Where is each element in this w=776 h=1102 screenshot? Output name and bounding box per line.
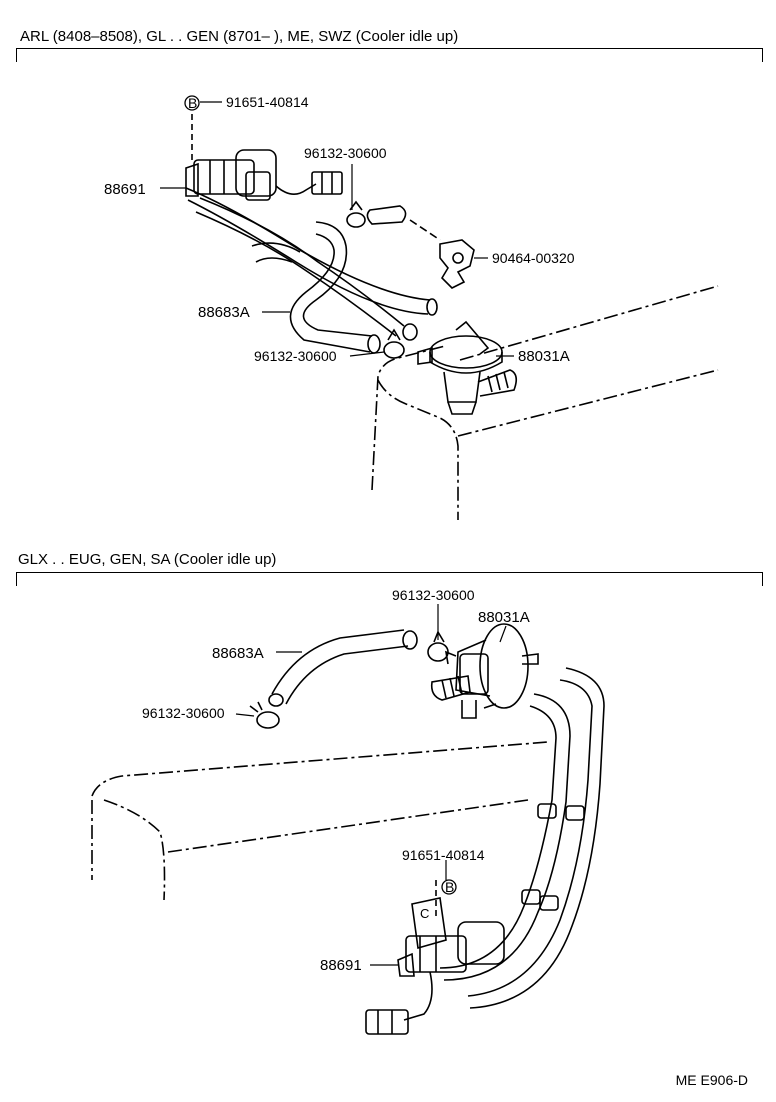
s2-bolt-symbol: B	[445, 879, 454, 895]
s1-valve	[417, 320, 518, 415]
s1-hose-branch	[251, 242, 301, 263]
s2-hose-clips	[521, 803, 585, 911]
s1-hose-upper-d	[195, 211, 397, 337]
s1-tank-bottom	[457, 369, 719, 437]
s1-label-clip: 90464-00320	[492, 250, 575, 266]
s2-lower-clamp	[249, 701, 280, 729]
section-2-drawing: C	[91, 623, 605, 1035]
s1-connector	[311, 171, 343, 195]
s2-label-bolt: 91651-40814	[402, 847, 485, 863]
s2-label-vsv: 88691	[320, 957, 362, 974]
s2-vsv: C	[397, 897, 505, 977]
s2-label-clamp-lower: 96132-30600	[142, 705, 225, 721]
section-1-drawing	[185, 114, 719, 520]
s1-tank-outline	[371, 285, 719, 491]
s2-connector	[365, 1009, 409, 1035]
s1-upper-clamp	[346, 200, 366, 228]
s1-hose-upper-a	[185, 187, 431, 301]
s2-label-valve: 88031A	[478, 609, 530, 626]
s1-hose-main-b	[289, 233, 371, 353]
s1-label-bolt: 91651-40814	[226, 94, 309, 110]
s2-tank-curve	[103, 799, 166, 901]
section-2-frame-line	[16, 572, 763, 573]
s1-label-hose: 88683A	[198, 304, 250, 321]
s1-label-valve: 88031A	[518, 348, 570, 365]
s1-label-vsv: 88691	[104, 181, 146, 198]
s1-label-clamp-lower: 96132-30600	[254, 348, 337, 364]
section-2-frame-tick-left	[16, 572, 17, 586]
s2-bolt-symbol-circle	[441, 879, 457, 895]
s1-tank-side	[377, 379, 459, 520]
s2-tank-top	[91, 741, 549, 797]
s2-hose-b	[285, 645, 409, 705]
section-1-title: ARL (8408–8508), GL . . GEN (8701– ), ME…	[20, 28, 459, 45]
s2-wire	[403, 971, 433, 1021]
s2-hose-a	[271, 629, 405, 695]
section-1-labels: B 91651-40814 88691 96132-30600 90464-00…	[104, 94, 575, 365]
s1-bolt-symbol: B	[188, 95, 197, 111]
s1-clip	[439, 239, 475, 289]
s2-long-hose-a	[467, 679, 593, 997]
s2-label-clamp-upper: 96132-30600	[392, 587, 475, 603]
s1-fitting	[366, 205, 407, 225]
s2-label-hose: 88683A	[212, 645, 264, 662]
s2-valve	[430, 623, 539, 719]
s1-hose-upper-c	[199, 197, 405, 327]
s2-tank-edge	[167, 799, 529, 853]
section-2-leaders	[235, 604, 507, 966]
s1-label-clamp-upper: 96132-30600	[304, 145, 387, 161]
s1-lower-clamp	[383, 328, 405, 359]
reference-code: ME E906-D	[675, 1072, 748, 1088]
section-1-leaders	[160, 101, 514, 357]
s2-long-hose-d	[443, 693, 571, 981]
svg-text:C: C	[420, 906, 429, 921]
section-2-labels: 96132-30600 88031A 88683A 96132-30600 91…	[142, 587, 530, 974]
section-1-frame-tick-left	[16, 48, 17, 62]
s1-vsv	[185, 149, 277, 201]
section-2-title: GLX . . EUG, GEN, SA (Cooler idle up)	[18, 551, 277, 568]
section-1-frame-line	[16, 48, 763, 49]
s1-wire	[275, 183, 317, 195]
s1-hose-upper-b	[187, 199, 429, 315]
s1-hose-main-a	[302, 221, 373, 337]
section-2-frame-tick-right	[762, 572, 763, 586]
s2-long-hose-b	[469, 667, 605, 1009]
section-1-frame-tick-right	[762, 48, 763, 62]
s1-clip-leader	[409, 219, 441, 241]
s1-bolt-symbol-circle	[184, 95, 200, 111]
s2-long-hose-c	[439, 705, 557, 969]
